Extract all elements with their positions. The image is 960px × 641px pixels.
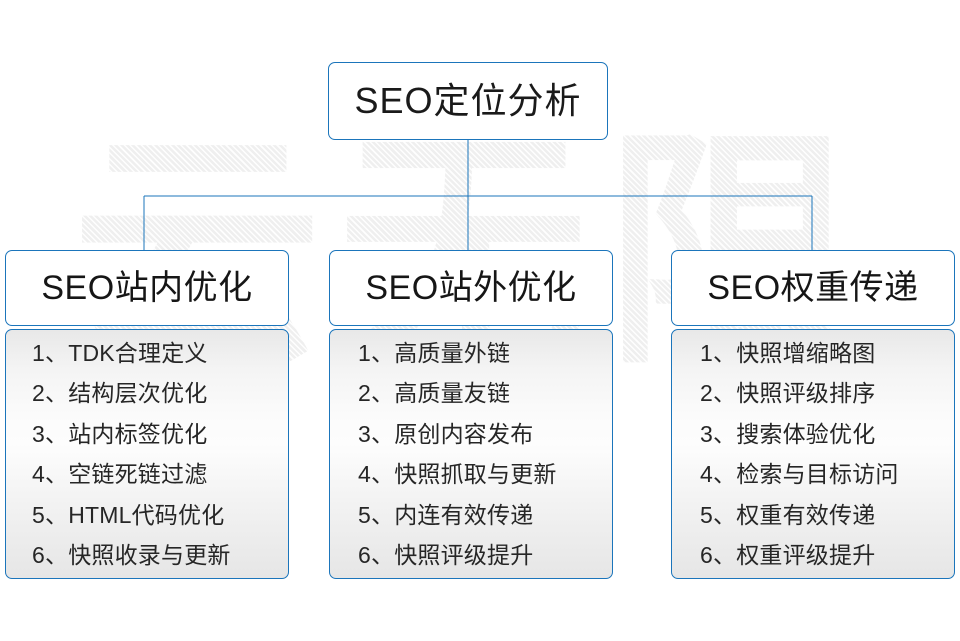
column-seo-weight-transfer: SEO权重传递 1、快照增缩略图 2、快照评级排序 3、搜索体验优化 4、检索与… (671, 250, 955, 579)
column-header-box-0[interactable]: SEO站内优化 (5, 250, 289, 326)
list-item: 5、权重有效传递 (700, 501, 876, 528)
list-item: 3、站内标签优化 (32, 420, 208, 447)
list-item: 3、原创内容发布 (358, 420, 534, 447)
list-item: 6、权重评级提升 (700, 542, 876, 569)
list-item: 1、TDK合理定义 (32, 340, 208, 366)
column-body-2: 1、快照增缩略图 2、快照评级排序 3、搜索体验优化 4、检索与目标访问 5、权… (671, 329, 955, 579)
list-item: 1、快照增缩略图 (700, 340, 876, 366)
list-item: 2、快照评级排序 (700, 380, 876, 407)
column-seo-onsite: SEO站内优化 1、TDK合理定义 2、结构层次优化 3、站内标签优化 4、空链… (5, 250, 289, 579)
column-header-label-1: SEO站外优化 (365, 269, 577, 307)
list-item: 6、快照评级提升 (358, 542, 534, 569)
column-header-box-1[interactable]: SEO站外优化 (329, 250, 613, 326)
root-title-box[interactable]: SEO定位分析 (328, 62, 608, 140)
list-item: 5、内连有效传递 (358, 501, 534, 528)
list-item: 6、快照收录与更新 (32, 542, 231, 569)
list-item: 5、HTML代码优化 (32, 501, 225, 528)
column-body-1: 1、高质量外链 2、高质量友链 3、原创内容发布 4、快照抓取与更新 5、内连有… (329, 329, 613, 579)
list-item: 3、搜索体验优化 (700, 420, 876, 447)
root-title-label: SEO定位分析 (354, 80, 582, 121)
list-item: 4、检索与目标访问 (700, 461, 899, 488)
list-item: 2、结构层次优化 (32, 380, 208, 407)
column-body-0: 1、TDK合理定义 2、结构层次优化 3、站内标签优化 4、空链死链过滤 5、H… (5, 329, 289, 579)
column-seo-offsite: SEO站外优化 1、高质量外链 2、高质量友链 3、原创内容发布 4、快照抓取与… (329, 250, 613, 579)
column-header-label-0: SEO站内优化 (41, 269, 253, 307)
column-header-label-2: SEO权重传递 (707, 269, 919, 307)
list-item: 4、快照抓取与更新 (358, 461, 557, 488)
list-item: 2、高质量友链 (358, 380, 511, 407)
column-header-box-2[interactable]: SEO权重传递 (671, 250, 955, 326)
list-item: 1、高质量外链 (358, 340, 511, 366)
list-item: 4、空链死链过滤 (32, 461, 208, 488)
